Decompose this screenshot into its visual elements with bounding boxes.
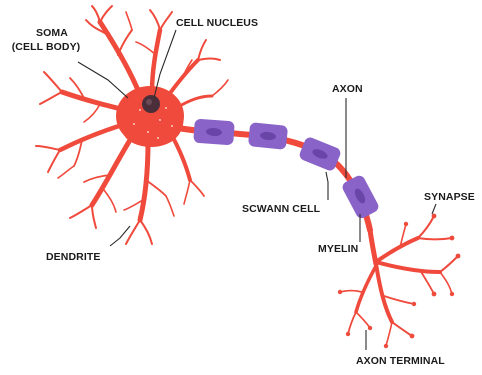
synapse-label: SYNAPSE bbox=[424, 191, 475, 203]
soma-label: SOMA bbox=[36, 27, 68, 39]
cell-nucleus-label: CELL NUCLEUS bbox=[176, 17, 258, 29]
axon-terminal-branches bbox=[338, 214, 461, 349]
schwann-cell-label: SCWANN CELL bbox=[242, 203, 321, 215]
schwann-cell-1 bbox=[193, 119, 235, 146]
myelin-label: MYELIN bbox=[318, 243, 358, 255]
soma-label-sub: (CELL BODY) bbox=[12, 41, 81, 53]
schwann-cell-2 bbox=[248, 122, 288, 150]
schwann-cell-4 bbox=[340, 174, 380, 221]
labels: SOMA (CELL BODY) CELL NUCLEUS AXON DENDR… bbox=[12, 17, 475, 367]
cell-nucleus bbox=[142, 95, 160, 113]
axon-label: AXON bbox=[332, 83, 363, 95]
dendrite-label: DENDRITE bbox=[46, 251, 100, 263]
axon-terminal-label: AXON TERMINAL bbox=[356, 355, 445, 367]
